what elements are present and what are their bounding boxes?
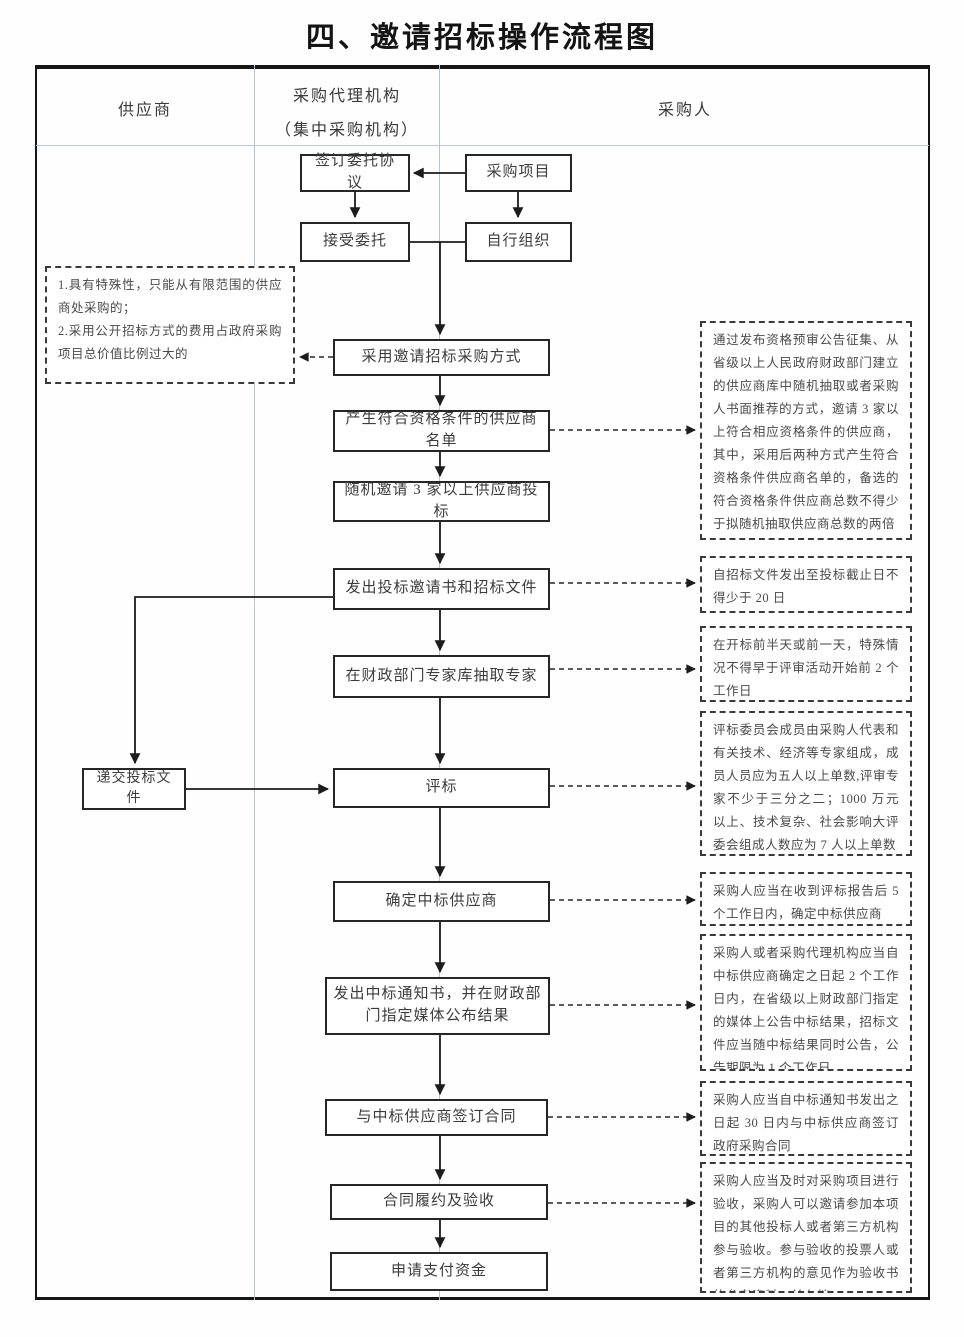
note-invitation-conditions-line1: 1.具有特殊性，只能从有限范围的供应商处采购的； (58, 278, 282, 315)
step-random-invite: 随机邀请 3 家以上供应商投标 (333, 481, 550, 522)
step-issue-notice: 发出中标通知书，并在财政部门指定媒体公布结果 (325, 977, 550, 1035)
step-determine-winner: 确定中标供应商 (333, 881, 550, 922)
chart-frame (35, 65, 930, 1300)
column-header-agency: 采购代理机构 （集中采购机构） (264, 82, 430, 140)
step-qualified-list: 产生符合资格条件的供应商名单 (333, 410, 550, 452)
step-performance-acceptance: 合同履约及验收 (330, 1184, 548, 1220)
column-header-agency-line1: 采购代理机构 (292, 88, 401, 105)
note-invitation-conditions-line2: 2.采用公开招标方式的费用占政府采购项目总价值比例过大的 (58, 324, 282, 361)
step-self-organize: 自行组织 (465, 222, 572, 262)
step-bid-evaluation: 评标 (333, 768, 550, 808)
step-procurement-project: 采购项目 (465, 154, 572, 192)
column-header-purchaser: 采购人 (657, 102, 712, 119)
page-title: 四、邀请招标操作流程图 (305, 22, 658, 54)
note-winner-determination: 采购人应当在收到评标报告后 5 个工作日内，确定中标供应商 (700, 872, 912, 926)
step-submit-bid: 递交投标文件 (82, 768, 186, 810)
note-invitation-conditions: 1.具有特殊性，只能从有限范围的供应商处采购的； 2.采用公开招标方式的费用占政… (45, 266, 295, 384)
note-contract-30-days: 采购人应当自中标通知书发出之日起 30 日内与中标供应商签订政府采购合同 (700, 1081, 912, 1156)
step-accept-entrustment: 接受委托 (300, 222, 410, 262)
step-extract-experts: 在财政部门专家库抽取专家 (333, 655, 550, 698)
note-evaluation-committee: 评标委员会成员由采购人代表和有关技术、经济等专家组成，成员人员应为五人以上单数,… (700, 711, 912, 856)
note-result-announcement: 采购人或者采购代理机构应当自中标供应商确定之日起 2 个工作日内，在省级以上财政… (700, 934, 912, 1071)
step-apply-payment: 申请支付资金 (330, 1252, 548, 1291)
step-invitation-method: 采用邀请招标采购方式 (333, 339, 550, 376)
note-20-days-rule: 自招标文件发出至投标截止日不得少于 20 日 (700, 556, 912, 613)
column-divider-1 (254, 65, 255, 1300)
step-sign-contract: 与中标供应商签订合同 (325, 1099, 548, 1136)
step-issue-invitation: 发出投标邀请书和招标文件 (333, 568, 550, 610)
step-sign-agreement: 签订委托协议 (300, 153, 410, 192)
header-divider (36, 145, 929, 146)
note-acceptance-rule: 采购人应当及时对采购项目进行验收，采购人可以邀请参加本项目的其他投标人或者第三方… (700, 1162, 912, 1293)
note-expert-extraction-timing: 在开标前半天或前一天，特殊情况不得早于评审活动开始前 2 个工作日 (700, 626, 912, 702)
column-header-supplier: 供应商 (117, 102, 172, 119)
note-qualified-list-rule: 通过发布资格预审公告征集、从省级以上人民政府财政部门建立的供应商库中随机抽取或者… (700, 321, 912, 540)
column-header-agency-line2: （集中采购机构） (274, 122, 419, 139)
